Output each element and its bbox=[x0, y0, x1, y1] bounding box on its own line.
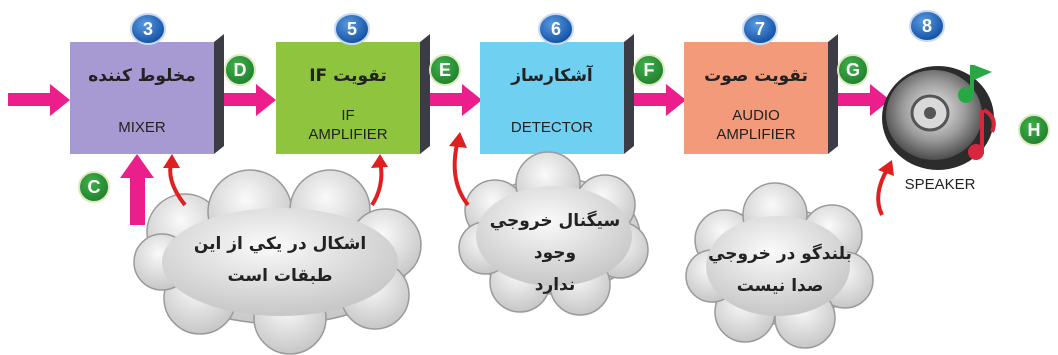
arrow-mixer-to-if bbox=[214, 84, 276, 116]
badge-number-5: 5 bbox=[346, 19, 357, 39]
point-e: E bbox=[438, 60, 451, 80]
detector-title-en: DETECTOR bbox=[510, 119, 594, 136]
cloud-no-output-text: سيگنال خروجي وجود ندارد bbox=[470, 205, 640, 301]
cloud-no-output-line1: سيگنال خروجي وجود bbox=[489, 211, 621, 263]
mixer-title-en: MIXER bbox=[118, 119, 166, 136]
cloud-no-sound-line1: بلندگو در خروجي bbox=[708, 244, 852, 264]
point-h: H bbox=[1027, 120, 1041, 140]
arrow-audio-to-speaker bbox=[828, 84, 890, 116]
cloud-stages-fault-text: اشکال در يکي از اين طبقات است bbox=[170, 228, 390, 292]
point-g: G bbox=[845, 60, 860, 80]
cloud-stages-fault-line2: طبقات است bbox=[227, 266, 333, 286]
if-amp-title-en-2: AMPLIFIER bbox=[308, 126, 388, 143]
number-badges bbox=[130, 10, 945, 45]
badge-number-8: 8 bbox=[921, 16, 932, 36]
signal-arrows bbox=[8, 84, 890, 225]
oscillator-input-arrow bbox=[120, 154, 154, 225]
audio-amp-title-fa: تقويت صوت bbox=[704, 66, 808, 86]
if-amplifier-block bbox=[276, 34, 430, 154]
if-amp-title-en-1: IF bbox=[341, 107, 355, 124]
mixer-title-fa: مخلوط کننده bbox=[88, 66, 196, 86]
audio-amp-title-en-2: AMPLIFIER bbox=[716, 126, 796, 143]
mixer-block bbox=[70, 34, 224, 154]
cloud-no-sound-text: بلندگو در خروجي صدا نيست bbox=[700, 238, 860, 302]
cloud-no-output-signal bbox=[458, 151, 649, 316]
input-arrow bbox=[8, 84, 70, 116]
cloud-stages-fault-line1: اشکال در يکي از اين bbox=[193, 234, 367, 254]
badge-number-3: 3 bbox=[142, 19, 153, 39]
point-d: D bbox=[233, 60, 247, 80]
speaker-icon bbox=[882, 65, 996, 170]
detector-title-fa: آشکارساز bbox=[511, 66, 593, 86]
cloud-no-sound-line2: صدا نيست bbox=[736, 276, 824, 296]
badge-number-6: 6 bbox=[550, 19, 561, 39]
point-badges bbox=[78, 54, 1050, 203]
speaker-label: SPEAKER bbox=[904, 176, 976, 193]
pointer-arrowheads bbox=[163, 132, 894, 176]
cloud-no-speaker-sound bbox=[685, 182, 874, 349]
point-c: C bbox=[87, 177, 101, 197]
cloud-stages-fault bbox=[133, 169, 422, 355]
cloud-no-output-line2: ندارد bbox=[534, 275, 576, 295]
arrow-detector-to-audio bbox=[624, 84, 686, 116]
audio-amp-title-en-1: AUDIO bbox=[732, 107, 780, 124]
detector-block bbox=[480, 34, 634, 154]
point-f: F bbox=[643, 60, 655, 80]
badge-number-7: 7 bbox=[754, 19, 765, 39]
if-amp-title-fa: تقويت IF bbox=[309, 66, 387, 86]
arrow-if-to-detector bbox=[420, 84, 482, 116]
audio-amplifier-block bbox=[684, 34, 838, 154]
